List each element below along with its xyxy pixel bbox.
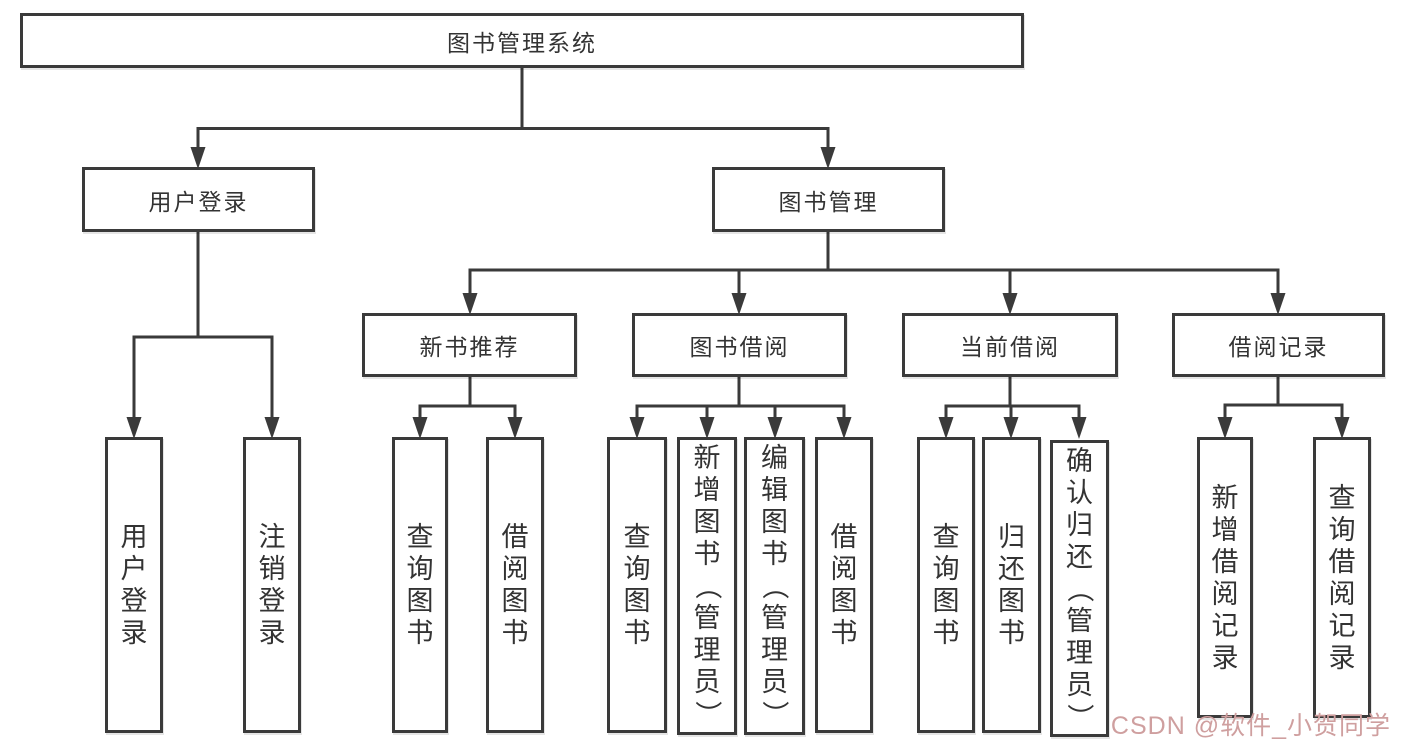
leaf-confirm-return-admin: 确认归还（管理员）	[1050, 440, 1109, 737]
leaf-add-books-admin: 新增图书（管理员）	[677, 437, 737, 735]
node-new-book-recommend: 新书推荐	[362, 313, 577, 377]
leaf-query-borrow-record: 查询借阅记录	[1313, 437, 1371, 718]
leaf-return-books: 归还图书	[982, 437, 1041, 733]
node-book-borrow: 图书借阅	[632, 313, 847, 377]
node-book-management-branch: 图书管理	[712, 167, 945, 232]
leaf-logout: 注销登录	[243, 437, 301, 733]
leaf-user-login: 用户登录	[105, 437, 163, 733]
leaf-borrow-books-2: 借阅图书	[815, 437, 873, 733]
leaf-borrow-books-1: 借阅图书	[486, 437, 544, 733]
csdn-watermark: CSDN @软件_小贺同学	[1110, 712, 1391, 740]
leaf-query-books-3: 查询图书	[917, 437, 975, 733]
node-borrow-records: 借阅记录	[1172, 313, 1385, 377]
node-current-borrow: 当前借阅	[902, 313, 1118, 377]
leaf-query-books-1: 查询图书	[392, 437, 448, 733]
leaf-add-borrow-record: 新增借阅记录	[1197, 437, 1253, 718]
leaf-edit-books-admin: 编辑图书（管理员）	[744, 437, 805, 735]
node-user-login-branch: 用户登录	[82, 167, 315, 232]
leaf-query-books-2: 查询图书	[607, 437, 667, 733]
node-root-library-system: 图书管理系统	[20, 13, 1024, 68]
